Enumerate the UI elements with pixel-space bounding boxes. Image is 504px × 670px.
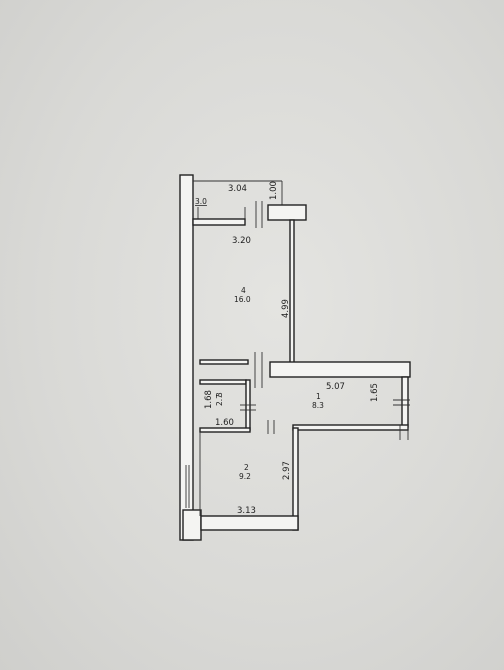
- exterior-wall-left: [179, 174, 194, 541]
- wall-pier: [182, 509, 202, 541]
- room2-wall-bottom: [200, 515, 299, 531]
- room2-area: 9.2: [239, 472, 251, 481]
- bath-wall-bottom: [199, 427, 251, 433]
- room3-number: 3: [215, 392, 224, 397]
- room3-area: 2.7: [215, 394, 224, 406]
- room4-area: 16.0: [234, 295, 251, 304]
- dim-hall-width: 1.65: [370, 383, 380, 402]
- room4-wall-bottom: [199, 359, 249, 365]
- balcony-area: 3.0: [195, 197, 207, 206]
- room1-area: 8.3: [312, 401, 324, 410]
- dim-bath-width: 1.60: [215, 418, 234, 428]
- room2-wall-right: [292, 427, 299, 531]
- dim-balcony-depth: 1.00: [269, 181, 279, 200]
- dim-room2-length: 2.97: [282, 461, 292, 480]
- dim-room4-length: 4.99: [281, 299, 291, 318]
- dim-balcony-width: 3.04: [228, 184, 247, 194]
- balcony-sill: [192, 218, 246, 226]
- room1-number: 1: [316, 392, 321, 401]
- room2-number: 2: [244, 463, 249, 472]
- hall-wall-bottom: [292, 424, 409, 431]
- dim-bath-length: 1.68: [204, 390, 214, 409]
- dim-hall-length: 5.07: [326, 382, 345, 392]
- hall-wall-right: [401, 376, 409, 428]
- bath-wall-top: [199, 379, 247, 385]
- dim-room4-width: 3.20: [232, 236, 251, 246]
- dim-room2-width: 3.13: [237, 506, 256, 516]
- room4-number: 4: [241, 286, 246, 295]
- corridor-wall: [269, 361, 411, 378]
- room4-wall-right: [289, 219, 295, 364]
- wall-segment: [267, 204, 307, 221]
